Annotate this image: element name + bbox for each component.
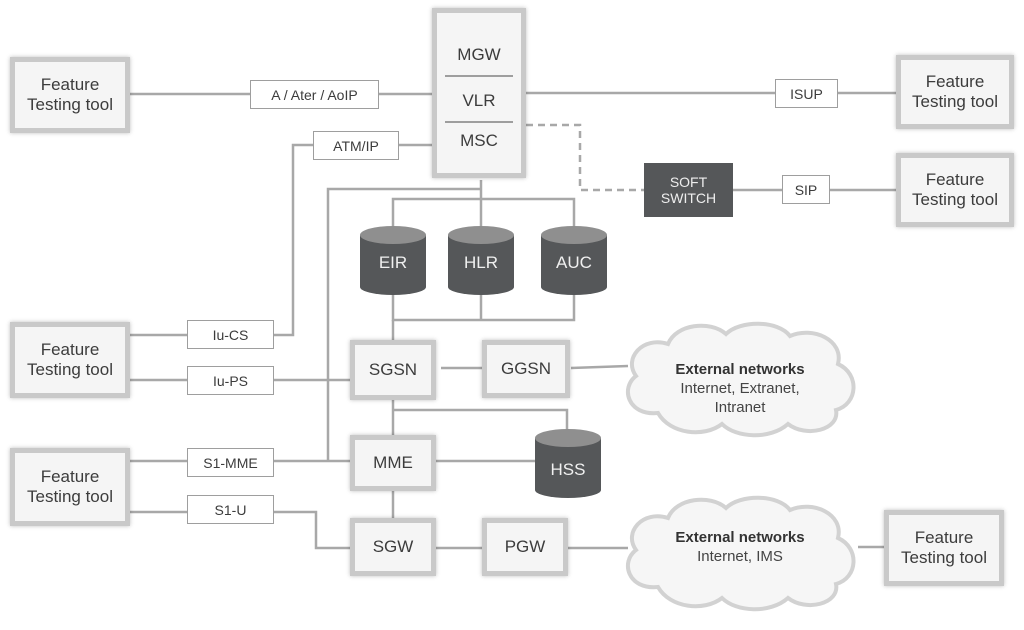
mgw-vlr-msc-node[interactable]: MGW VLR MSC <box>432 8 526 178</box>
hss-database[interactable]: HSS <box>535 428 601 498</box>
database-icon <box>541 226 607 295</box>
separator <box>445 121 513 123</box>
interface-s1-u: S1-U <box>187 495 274 524</box>
external-networks-cloud-data[interactable]: External networks Internet, Extranet, In… <box>618 318 862 438</box>
database-icon <box>535 429 601 498</box>
wire-ggsn-cloud <box>570 364 629 370</box>
wire-db-bottom-bus <box>391 288 576 322</box>
eir-database[interactable]: EIR <box>360 225 426 295</box>
cloud-line1: Internet, IMS <box>697 548 783 565</box>
wire-msc-softswitch-dashed <box>526 123 644 192</box>
database-icon <box>360 226 426 295</box>
wire-s1u-sgw <box>274 510 352 550</box>
interface-sip: SIP <box>782 175 830 204</box>
interface-s1-mme: S1-MME <box>187 448 274 477</box>
cloud-title: External networks <box>675 529 805 546</box>
external-networks-cloud-ims[interactable]: External networks Internet, IMS <box>618 492 862 612</box>
interface-atm-ip: ATM/IP <box>313 131 399 160</box>
vlr-label: VLR <box>462 91 496 110</box>
mgw-label: MGW <box>457 45 501 64</box>
mme-node[interactable]: MME <box>350 435 436 491</box>
wire-msc-bus-left <box>326 187 481 461</box>
wire-atmip-iucs <box>274 143 313 337</box>
msc-label: MSC <box>460 131 498 150</box>
database-icon <box>448 226 514 295</box>
sgsn-node[interactable]: SGSN <box>350 340 436 400</box>
cloud-line1: Internet, Extranet, <box>680 380 800 397</box>
ggsn-node[interactable]: GGSN <box>482 340 570 398</box>
interface-isup: ISUP <box>775 79 838 108</box>
sgw-node[interactable]: SGW <box>350 518 436 576</box>
cloud-title: External networks <box>675 361 805 378</box>
cloud-icon <box>625 321 856 438</box>
hlr-database[interactable]: HLR <box>448 225 514 295</box>
wire-db-top-bus <box>391 197 576 232</box>
pgw-node[interactable]: PGW <box>482 518 568 576</box>
separator <box>445 75 513 77</box>
wire-sgsn-hss <box>393 408 569 430</box>
cloud-line2: Intranet <box>714 399 766 416</box>
interface-iu-cs: Iu-CS <box>187 320 274 349</box>
auc-database[interactable]: AUC <box>541 225 607 295</box>
interface-a-ater-aoip: A / Ater / AoIP <box>250 80 379 109</box>
cloud-icon <box>625 495 856 612</box>
interface-iu-ps: Iu-PS <box>187 366 274 395</box>
